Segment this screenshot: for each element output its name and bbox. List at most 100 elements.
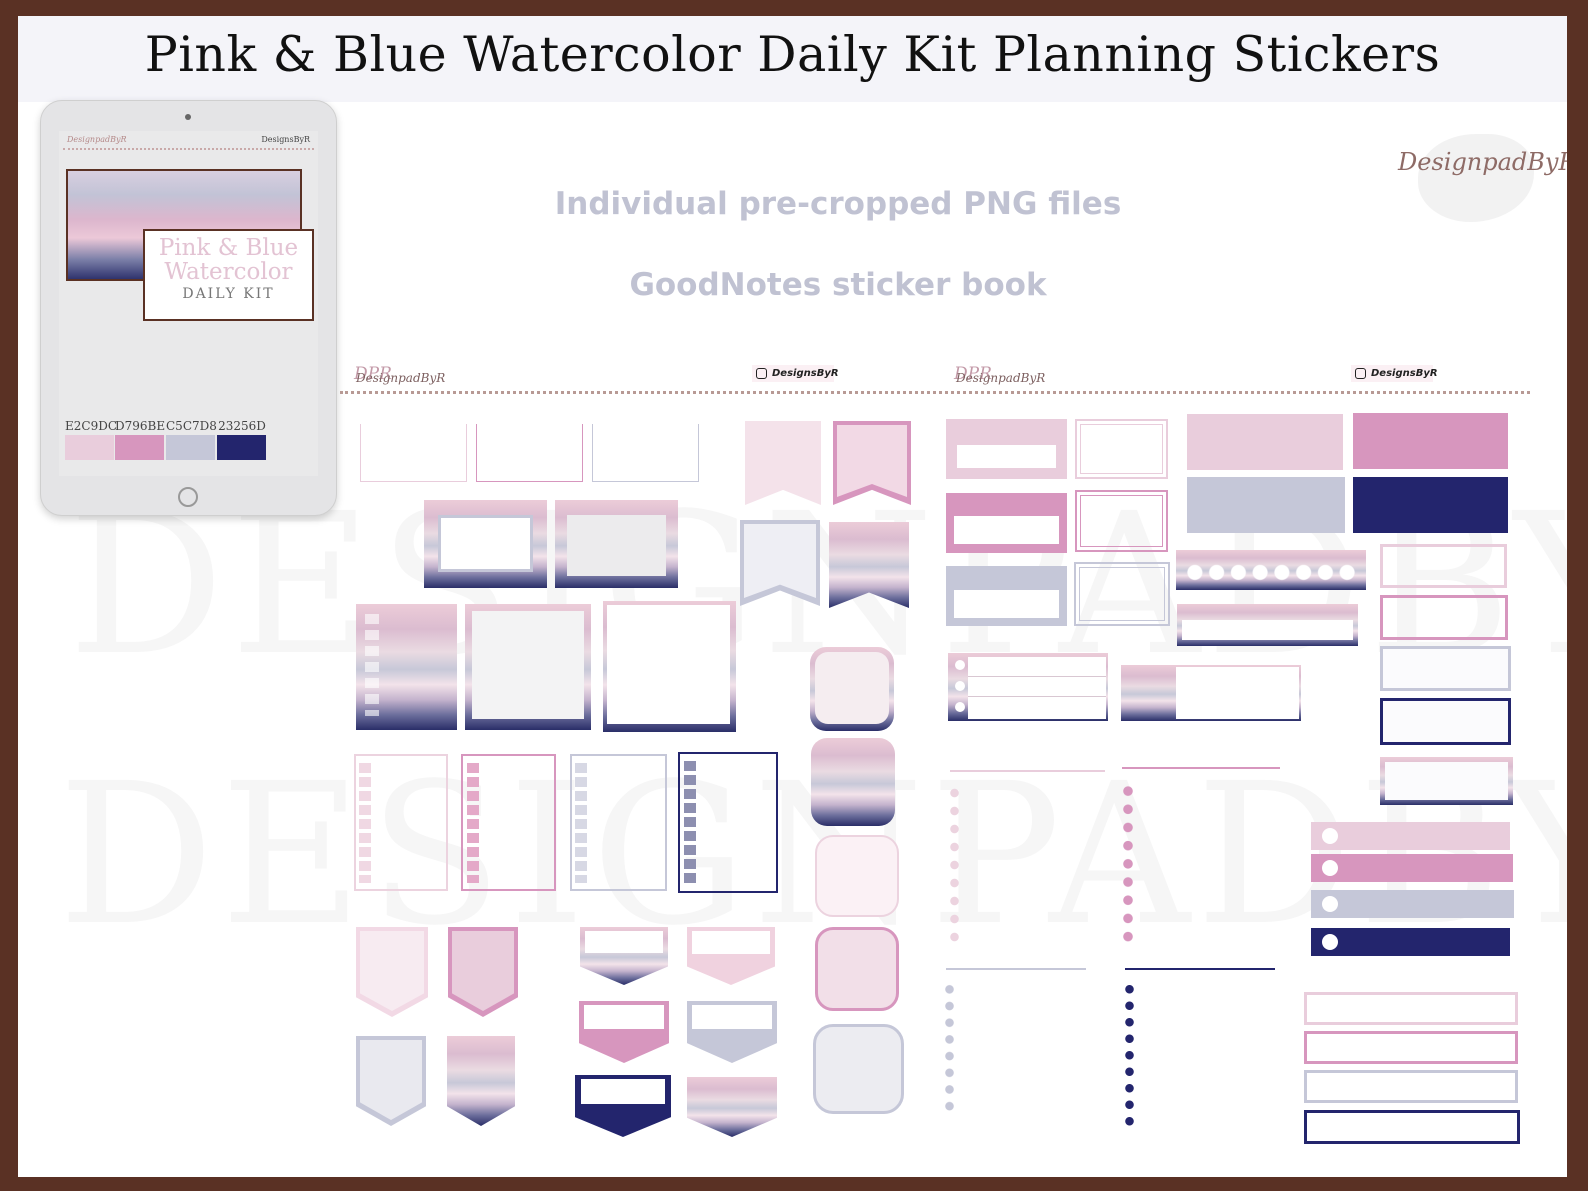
bullet-circle [1322, 896, 1338, 912]
title-band [18, 16, 1567, 102]
label-box-sticker [1304, 1110, 1520, 1144]
banner-window [1182, 620, 1353, 640]
dot-list-sticker [1125, 981, 1134, 1129]
full-box-light-pink [1187, 414, 1343, 470]
sheet-logo-mark: DPR [954, 364, 992, 384]
label-flag-window [692, 1005, 772, 1029]
box-window [472, 611, 584, 719]
home-button [178, 487, 198, 507]
cover-subtitle: DAILY KIT [182, 286, 275, 302]
frame-box-inner [1080, 495, 1163, 547]
water-drop-icon [1184, 558, 1358, 582]
checkbox-column [359, 763, 371, 883]
tablet-brand-right: DesignsByR [261, 135, 310, 144]
feature-line-1: Individual pre-cropped PNG files [554, 186, 1122, 222]
tablet-screen: DesignpadByR DesignsByR Pink & Blue Wate… [59, 131, 318, 476]
box-sticker [1380, 544, 1507, 588]
label-flag-window [584, 1005, 664, 1029]
sheet-logo-mark: DPR [354, 364, 392, 384]
box-sticker [1380, 646, 1511, 691]
instagram-text: DesignsByR [772, 368, 839, 379]
divider-line [968, 676, 1106, 677]
cover-title-card: Pink & Blue Watercolor DAILY KIT [143, 229, 314, 321]
bullet-circle [955, 702, 965, 712]
open-box-sticker [360, 424, 467, 482]
list-line [950, 770, 1105, 772]
header-box-window [954, 590, 1059, 618]
bullet-bar-sticker [1311, 822, 1510, 850]
brand-logo: DesignpadByR [1398, 148, 1567, 176]
label-flag-window [581, 1079, 665, 1104]
bullet-bar-sticker [1311, 928, 1510, 956]
label-box-sticker [1304, 992, 1518, 1025]
checklist-banner-window [968, 657, 1106, 719]
tablet-mockup: DesignpadByR DesignsByR Pink & Blue Wate… [40, 100, 337, 516]
rounded-box-sticker [815, 927, 899, 1011]
open-box-sticker [592, 424, 699, 482]
checkbox-column [365, 614, 379, 716]
box-window [1385, 762, 1508, 800]
header-box-band [954, 427, 1059, 445]
list-line [1125, 968, 1275, 970]
shield-inner [360, 931, 424, 1011]
box-window [607, 605, 730, 724]
list-line [946, 968, 1086, 970]
bullet-circle [955, 681, 965, 691]
shield-inner [360, 1040, 422, 1120]
frame-box-sticker [1074, 562, 1170, 626]
sheet-brand: DesignpadByR [356, 371, 446, 385]
list-line [1122, 767, 1280, 769]
checklist-sticker [461, 754, 556, 891]
checklist-sticker [570, 754, 667, 891]
instagram-handle: DesignsByR [1351, 365, 1438, 382]
side-banner-window [1176, 667, 1299, 719]
divider-line [968, 696, 1106, 697]
dot-list-sticker [1123, 782, 1133, 946]
instagram-icon [1355, 368, 1366, 379]
box-sticker [1380, 595, 1508, 640]
bullet-circle [955, 660, 965, 670]
color-swatch-lavender [166, 435, 215, 460]
checklist-sticker [678, 752, 778, 893]
full-box-lavender [1187, 477, 1345, 533]
label-flag-window [692, 931, 770, 954]
checkbox-column [467, 763, 479, 883]
checklist-sticker [354, 754, 448, 891]
checkbox-column [575, 763, 587, 883]
product-image: Pink & Blue Watercolor Daily Kit Plannin… [18, 16, 1567, 1177]
label-flag-window [585, 931, 663, 953]
camera-dot [185, 114, 191, 120]
bullet-circle [1322, 828, 1338, 844]
full-box-pink [1353, 413, 1508, 469]
label-box-sticker [1304, 1070, 1518, 1103]
color-swatch-navy [217, 435, 266, 460]
swatch-label: C5C7D8 [166, 419, 217, 433]
rounded-watercolor-sticker [811, 738, 895, 826]
open-box-sticker [476, 424, 583, 482]
label-box-sticker [1304, 1031, 1518, 1064]
frame-window [438, 515, 533, 572]
frame-box-sticker [1075, 490, 1168, 552]
sheet-brand: DesignpadByR [956, 371, 1046, 385]
dotted-divider [340, 391, 1530, 394]
dot-list-sticker [950, 784, 959, 944]
logo-brush-mark [1418, 134, 1534, 222]
instagram-handle: DesignsByR [752, 365, 839, 382]
bullet-bar-sticker [1311, 854, 1513, 882]
header-box-window [954, 516, 1059, 544]
frame-box-inner [1080, 424, 1163, 474]
color-swatch-pink [115, 435, 164, 460]
rounded-window [815, 652, 889, 724]
frame-box-inner [1079, 567, 1165, 621]
instagram-text: DesignsByR [1371, 368, 1438, 379]
page-title: Pink & Blue Watercolor Daily Kit Plannin… [144, 26, 1441, 83]
instagram-icon [756, 368, 767, 379]
bullet-circle [1322, 860, 1338, 876]
dot-list-sticker [945, 981, 954, 1115]
watercolor-label-flag [687, 1077, 777, 1137]
swatch-label: 23256D [218, 419, 266, 433]
feature-line-2: GoodNotes sticker book [629, 267, 1047, 303]
bullet-bar-sticker [1311, 890, 1514, 918]
frame-window [567, 515, 666, 576]
rounded-box-sticker [815, 835, 899, 917]
